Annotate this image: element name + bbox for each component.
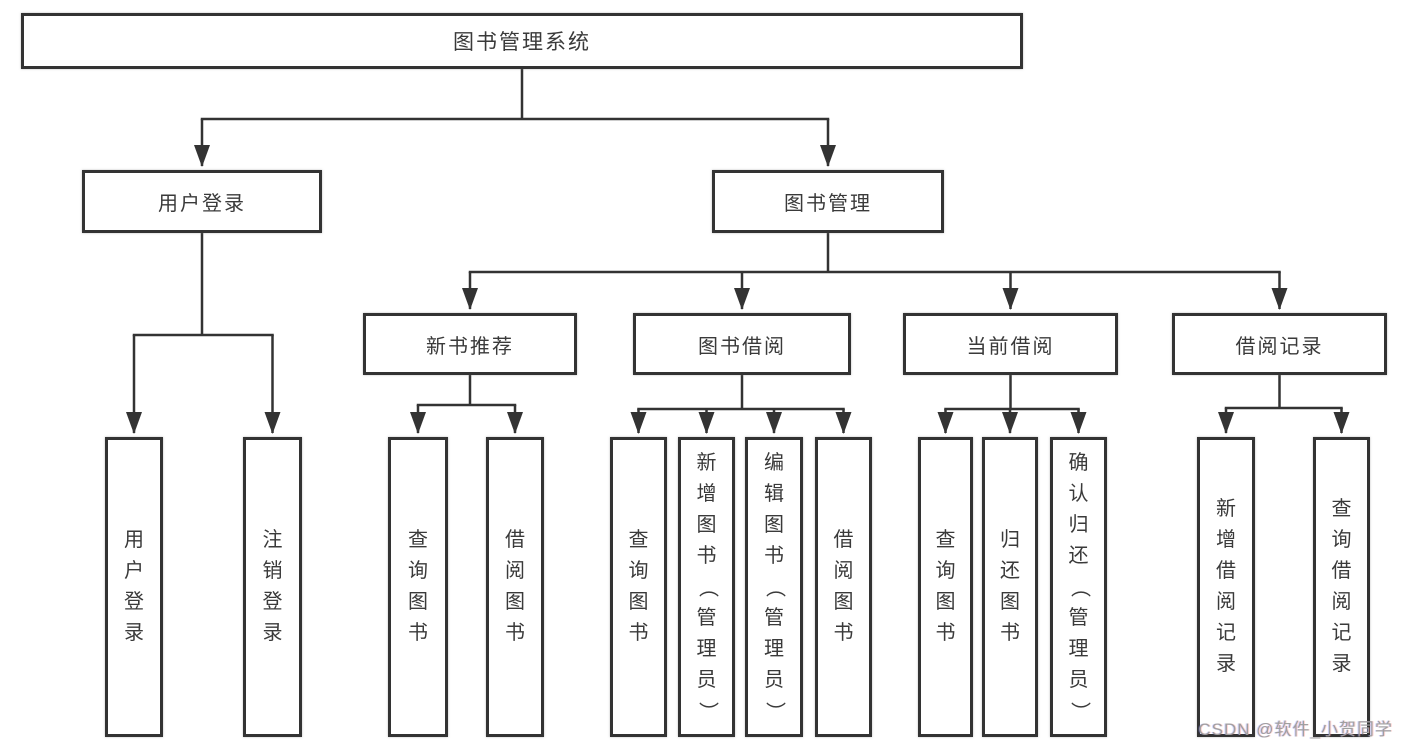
node-leaf-borrow-book-rec: 借阅图书 bbox=[486, 437, 544, 737]
node-label: 确认归还（管理员） bbox=[1068, 451, 1090, 722]
node-label: 归还图书 bbox=[1000, 529, 1020, 644]
node-label: 查询图书 bbox=[408, 529, 428, 644]
node-new-book-rec: 新书推荐 bbox=[363, 313, 577, 375]
node-label: 编辑图书（管理员） bbox=[763, 451, 786, 722]
node-root: 图书管理系统 bbox=[21, 13, 1023, 69]
node-label: 图书借阅 bbox=[698, 335, 786, 358]
node-label: 查询图书 bbox=[935, 529, 956, 644]
node-label: 图书管理系统 bbox=[453, 31, 591, 54]
node-label: 当前借阅 bbox=[966, 335, 1055, 358]
node-leaf-borrow-book: 借阅图书 bbox=[815, 437, 872, 737]
node-user-login: 用户登录 bbox=[82, 170, 322, 233]
node-borrow-records: 借阅记录 bbox=[1172, 313, 1387, 375]
csdn-watermark: CSDN @软件_小贺同学 bbox=[1198, 720, 1393, 739]
node-leaf-edit-book: 编辑图书（管理员） bbox=[745, 437, 803, 737]
node-label: 新增图书（管理员） bbox=[696, 451, 718, 722]
node-label: 用户登录 bbox=[158, 193, 246, 215]
node-leaf-query-book-borrow: 查询图书 bbox=[610, 437, 667, 737]
node-label: 图书管理 bbox=[784, 193, 872, 215]
node-leaf-return-book: 归还图书 bbox=[982, 437, 1038, 737]
node-label: 新书推荐 bbox=[426, 335, 514, 358]
node-leaf-add-borrow-record: 新增借阅记录 bbox=[1197, 437, 1255, 737]
node-label: 借阅记录 bbox=[1235, 335, 1324, 358]
node-leaf-confirm-return: 确认归还（管理员） bbox=[1050, 437, 1107, 737]
node-leaf-user-login: 用户登录 bbox=[105, 437, 163, 737]
node-label: 查询图书 bbox=[628, 529, 649, 644]
node-label: 新增借阅记录 bbox=[1216, 498, 1236, 675]
node-label: 用户登录 bbox=[124, 529, 144, 644]
node-current-borrow: 当前借阅 bbox=[903, 313, 1118, 375]
node-book-mgmt: 图书管理 bbox=[712, 170, 944, 233]
node-book-borrow: 图书借阅 bbox=[633, 313, 851, 375]
node-label: 借阅图书 bbox=[505, 529, 525, 644]
node-leaf-query-borrow-record: 查询借阅记录 bbox=[1313, 437, 1370, 737]
node-leaf-query-book-rec: 查询图书 bbox=[388, 437, 448, 737]
node-leaf-query-book-current: 查询图书 bbox=[918, 437, 973, 737]
node-label: 注销登录 bbox=[262, 529, 283, 644]
node-label: 查询借阅记录 bbox=[1331, 498, 1352, 675]
node-leaf-logout-login: 注销登录 bbox=[243, 437, 302, 737]
node-label: 借阅图书 bbox=[833, 529, 854, 644]
node-leaf-add-book: 新增图书（管理员） bbox=[678, 437, 735, 737]
